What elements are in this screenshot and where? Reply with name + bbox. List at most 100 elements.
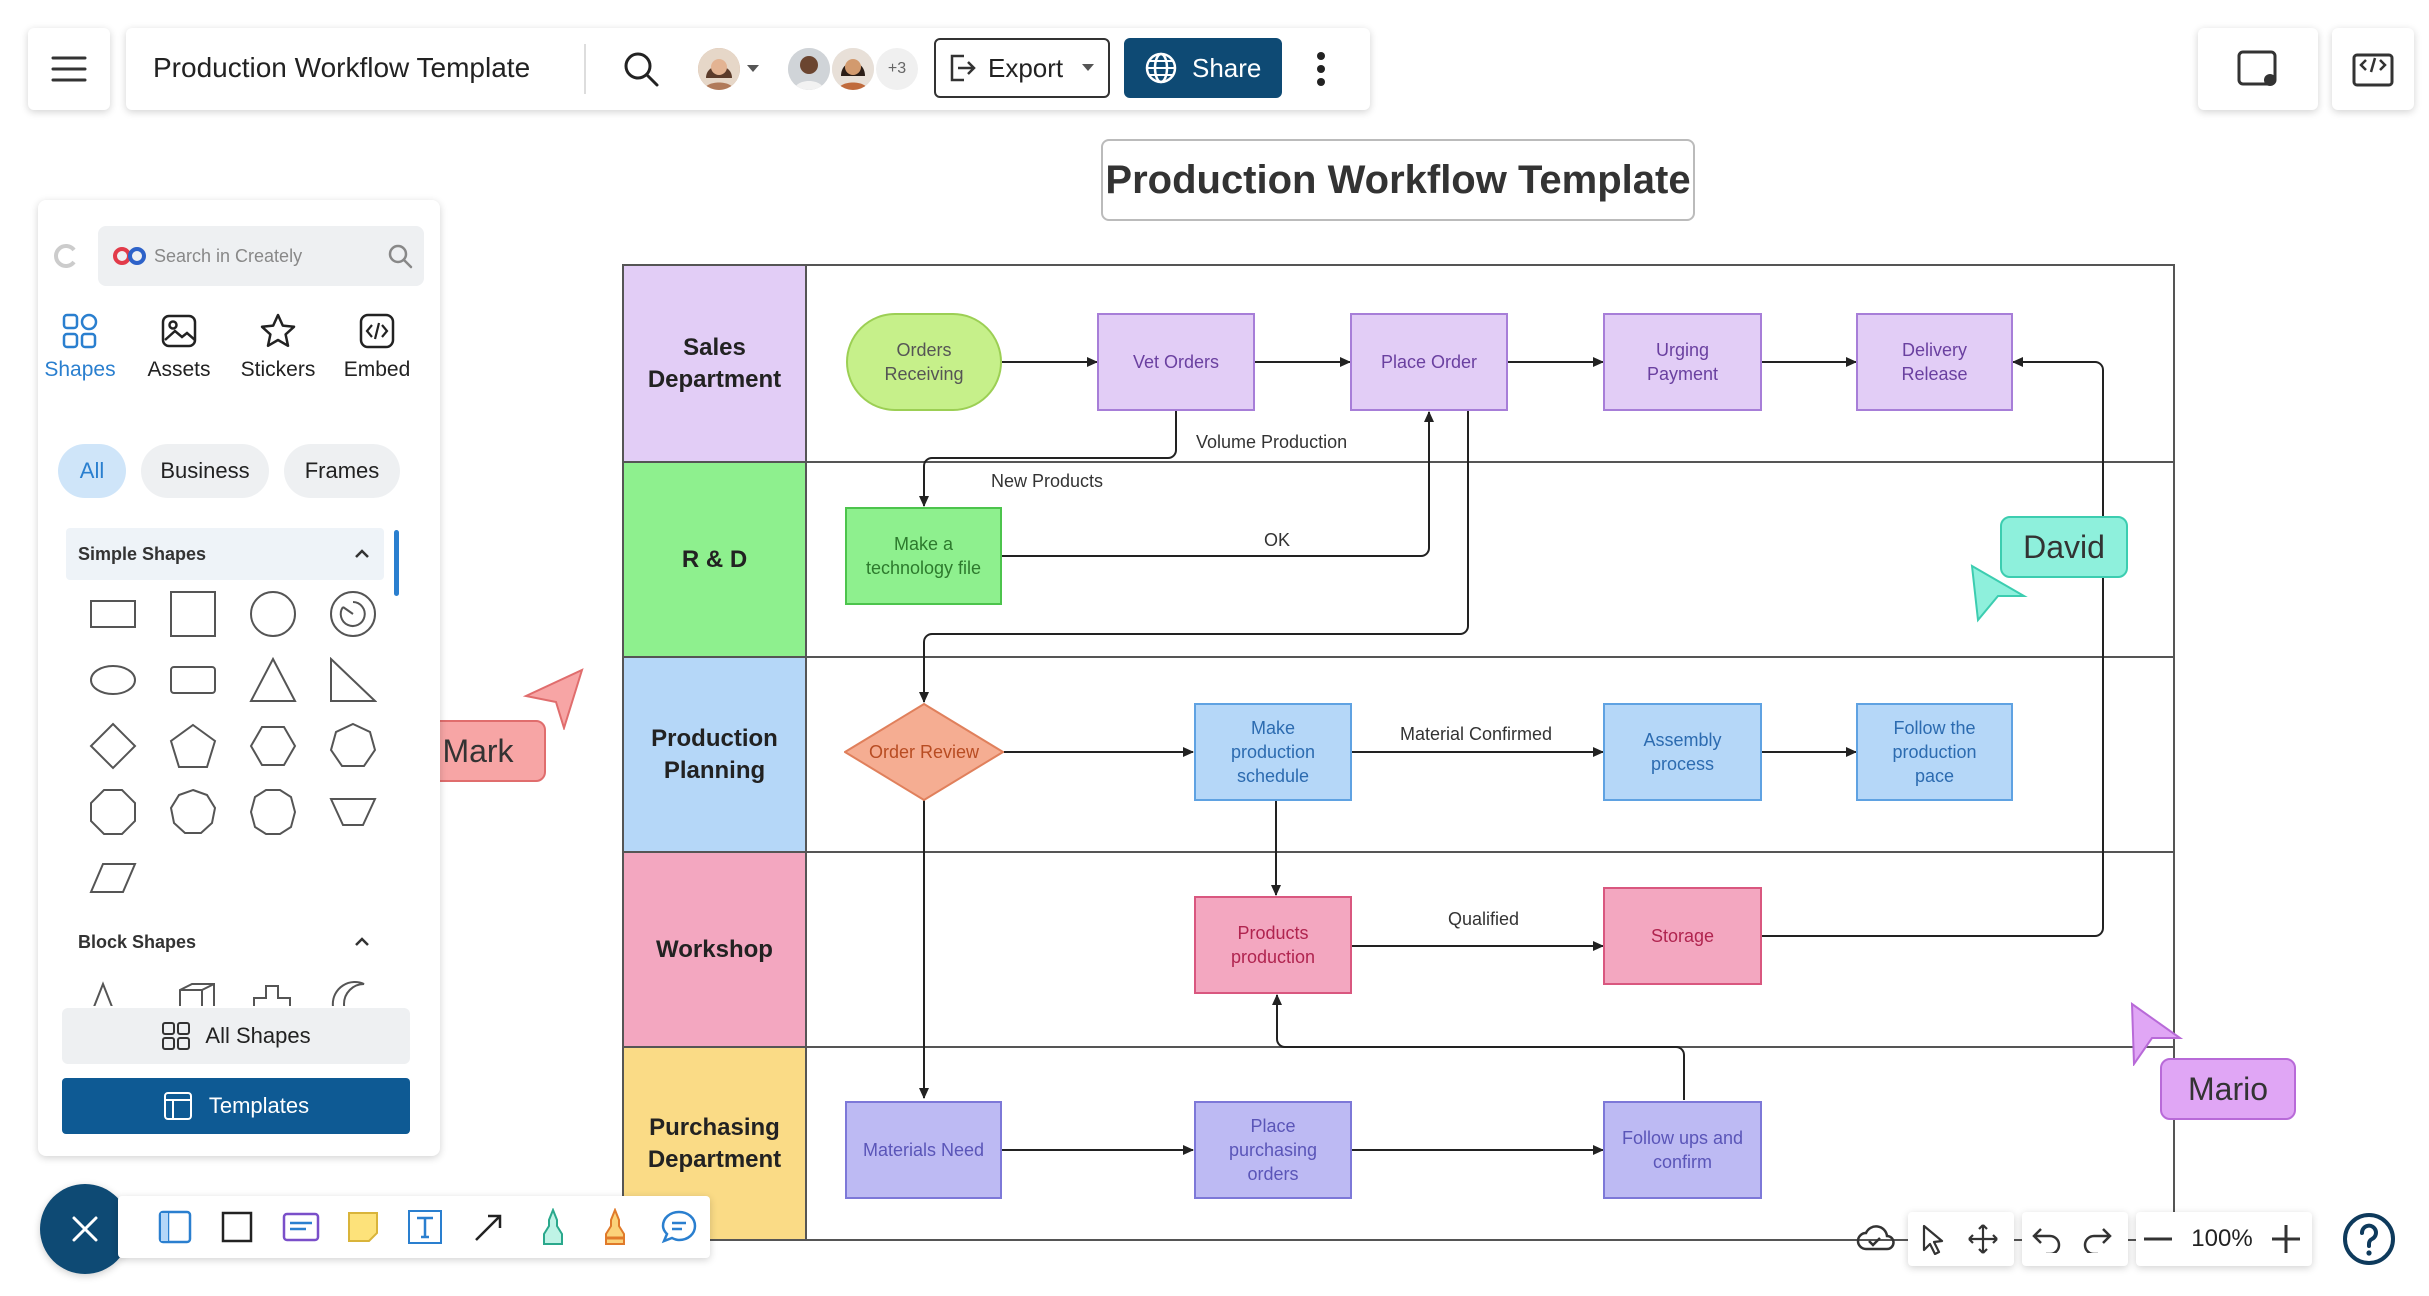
- shape-parallelogram[interactable]: [83, 848, 143, 908]
- close-toolbar-button[interactable]: [40, 1184, 130, 1274]
- zoom-in-button[interactable]: [2264, 1212, 2308, 1266]
- node-make-production-schedule[interactable]: Make production schedule: [1194, 703, 1352, 801]
- pan-tool-button[interactable]: [1958, 1212, 2008, 1266]
- canvas-title-box[interactable]: Production Workflow Template: [1101, 139, 1695, 221]
- redo-button[interactable]: [2072, 1212, 2122, 1266]
- collaborator-avatar[interactable]: [832, 48, 874, 90]
- help-button[interactable]: [2340, 1210, 2398, 1268]
- move-icon: [1968, 1224, 1998, 1254]
- cloud-sync-status[interactable]: [1852, 1218, 1898, 1258]
- node-urging-payment[interactable]: Urging Payment: [1603, 313, 1762, 411]
- redo-icon: [2083, 1228, 2112, 1253]
- rectangle-icon: [90, 600, 136, 628]
- section-block-shapes-header[interactable]: Block Shapes: [66, 916, 384, 968]
- node-make-technology-file[interactable]: Make a technology file: [845, 507, 1002, 605]
- undo-button[interactable]: [2022, 1212, 2072, 1266]
- tool-sticky-note[interactable]: [340, 1204, 386, 1250]
- edge-label-material-confirmed: Material Confirmed: [1400, 724, 1553, 744]
- ellipse-icon: [90, 665, 136, 695]
- panel-search-box[interactable]: Search in Creately: [98, 226, 424, 286]
- section-simple-shapes-header[interactable]: Simple Shapes: [66, 528, 384, 580]
- node-materials-need[interactable]: Materials Need: [845, 1101, 1002, 1199]
- tab-embed[interactable]: Embed: [327, 310, 427, 382]
- shape-hexagon[interactable]: [243, 716, 303, 776]
- select-tool-button[interactable]: [1908, 1212, 1958, 1266]
- zoom-level[interactable]: 100%: [2191, 1225, 2253, 1252]
- tool-text[interactable]: [402, 1204, 448, 1250]
- tool-pen[interactable]: [530, 1204, 576, 1250]
- export-button[interactable]: Export: [934, 38, 1110, 98]
- shape-rounded-rectangle[interactable]: [163, 650, 223, 710]
- tab-embed-label: Embed: [343, 358, 411, 381]
- node-assembly-process[interactable]: Assembly process: [1603, 703, 1762, 801]
- shape-triangle[interactable]: [243, 650, 303, 710]
- present-button[interactable]: [2198, 28, 2318, 110]
- tool-card[interactable]: [278, 1204, 324, 1250]
- tool-connector[interactable]: [466, 1204, 512, 1250]
- shape-right-triangle[interactable]: [323, 650, 383, 710]
- lane-rd[interactable]: R & D: [624, 461, 807, 656]
- node-place-purchasing-orders[interactable]: Place purchasing orders: [1194, 1101, 1352, 1199]
- shape-ellipse[interactable]: [83, 650, 143, 710]
- filter-business[interactable]: Business: [141, 444, 269, 498]
- shape-heptagon[interactable]: [323, 716, 383, 776]
- tool-rectangle[interactable]: [214, 1204, 260, 1250]
- main-menu-button[interactable]: [28, 28, 110, 110]
- shape-nonagon[interactable]: [163, 782, 223, 842]
- avatar-image: [832, 48, 874, 90]
- node-place-order[interactable]: Place Order: [1350, 313, 1508, 411]
- image-icon: [161, 314, 197, 348]
- node-products-production[interactable]: Products production: [1194, 896, 1352, 994]
- top-toolbar: Production Workflow Template +3 Export S…: [126, 28, 1370, 110]
- octagon-icon: [90, 789, 136, 835]
- shape-diamond[interactable]: [83, 716, 143, 776]
- shape-trapezoid[interactable]: [323, 782, 383, 842]
- zoom-out-button[interactable]: [2136, 1212, 2180, 1266]
- more-options-button[interactable]: [1306, 44, 1336, 94]
- extra-collaborators-count[interactable]: +3: [876, 48, 918, 90]
- shape-octagon[interactable]: [83, 782, 143, 842]
- cloud-check-icon: [1856, 1225, 1895, 1251]
- all-shapes-button[interactable]: All Shapes: [62, 1008, 410, 1064]
- lane-workshop[interactable]: Workshop: [624, 851, 807, 1046]
- star-icon: [260, 313, 296, 348]
- swimlane-diagram[interactable]: Sales Department R & D Production Planni…: [622, 264, 2175, 1241]
- filter-frames[interactable]: Frames: [284, 444, 400, 498]
- avatar-image: [788, 48, 830, 90]
- tab-stickers[interactable]: Stickers: [228, 310, 328, 382]
- diamond-icon: [89, 722, 137, 770]
- node-orders-receiving[interactable]: Orders Receiving: [846, 313, 1002, 411]
- shape-decagon[interactable]: [243, 782, 303, 842]
- filter-all[interactable]: All: [58, 444, 126, 498]
- block-shapes-preview: [68, 978, 398, 1006]
- shape-rectangle[interactable]: [83, 584, 143, 644]
- collaborator-avatar[interactable]: [788, 48, 830, 90]
- node-follow-ups-confirm[interactable]: Follow ups and confirm: [1603, 1101, 1762, 1199]
- tab-assets[interactable]: Assets: [129, 310, 229, 382]
- shape-square[interactable]: [163, 584, 223, 644]
- developer-embed-button[interactable]: [2332, 28, 2414, 110]
- share-button[interactable]: Share: [1124, 38, 1282, 98]
- tool-panel[interactable]: [152, 1204, 198, 1250]
- tab-shapes[interactable]: Shapes: [30, 310, 130, 382]
- current-user-avatar[interactable]: [698, 48, 740, 90]
- node-delivery-release[interactable]: Delivery Release: [1856, 313, 2013, 411]
- tool-comment[interactable]: [656, 1204, 702, 1250]
- shape-arc[interactable]: [323, 584, 383, 644]
- chevron-down-icon[interactable]: [746, 64, 760, 74]
- lane-purchasing[interactable]: Purchasing Department: [624, 1046, 807, 1239]
- node-vet-orders[interactable]: Vet Orders: [1097, 313, 1255, 411]
- shape-pentagon[interactable]: [163, 716, 223, 776]
- templates-button[interactable]: Templates: [62, 1078, 410, 1134]
- node-storage[interactable]: Storage: [1603, 887, 1762, 985]
- lane-production-planning[interactable]: Production Planning: [624, 656, 807, 851]
- tool-highlighter[interactable]: [592, 1204, 638, 1250]
- node-follow-production-pace[interactable]: Follow the production pace: [1856, 703, 2013, 801]
- lane-sales[interactable]: Sales Department: [624, 266, 807, 461]
- panel-scrollbar[interactable]: [394, 530, 399, 596]
- document-title[interactable]: Production Workflow Template: [153, 52, 531, 83]
- shape-circle[interactable]: [243, 584, 303, 644]
- search-button[interactable]: [616, 44, 666, 94]
- node-order-review-diamond[interactable]: [844, 703, 1004, 801]
